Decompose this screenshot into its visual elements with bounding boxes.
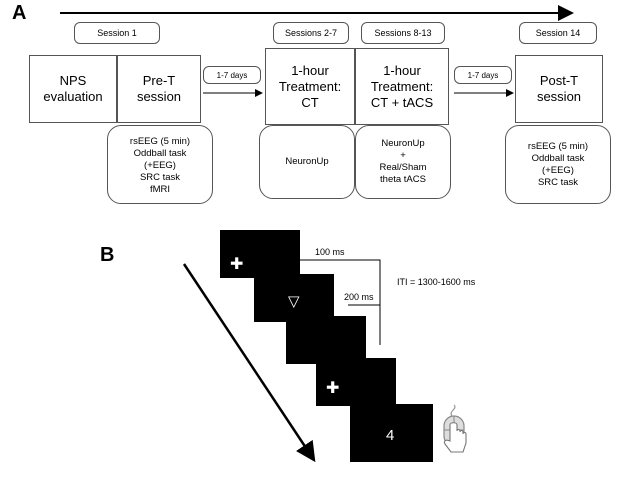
ct-tacs-details-box: NeuronUp + Real/Sham theta tACS [355,125,451,199]
triangle-stimulus: ▽ [288,293,300,310]
interval-label-2: 1-7 days [454,66,512,84]
pre-t-details-box: rsEEG (5 min) Oddball task (+EEG) SRC ta… [107,125,213,204]
fixation-cross-2: ✚ [326,380,340,397]
nps-evaluation-box: NPS evaluation [29,55,117,123]
timing-200ms: 200 ms [344,292,374,302]
session-14-label: Session 14 [519,22,597,44]
fixation-screen-2: ✚ [316,358,396,406]
timing-iti: ITI = 1300-1600 ms [397,277,476,287]
pre-t-session-box: Pre-T session [117,55,201,123]
fixation-cross-1: ✚ [230,256,244,273]
post-t-details-box: rsEEG (5 min) Oddball task (+EEG) SRC ta… [505,125,611,204]
time-direction-arrow [182,263,316,463]
panel-a-label: A [12,2,27,24]
treatment-ct-box: 1-hour Treatment: CT [265,48,355,125]
mouse-click-icon [443,404,467,453]
interval-label-1: 1-7 days [203,66,261,84]
session-1-label: Session 1 [74,22,160,44]
timing-bracket-100 [293,259,381,345]
triangle-screen: ▽ [254,274,334,322]
response-screen: 4 [350,404,433,462]
sessions-2-7-label: Sessions 2-7 [273,22,349,44]
blank-screen [286,316,366,364]
sessions-8-13-label: Sessions 8-13 [361,22,445,44]
post-t-session-box: Post-T session [515,55,603,123]
timing-100ms: 100 ms [315,247,345,257]
response-number: 4 [386,427,395,444]
fixation-screen-1: ✚ [220,230,300,278]
ct-details-box: NeuronUp [259,125,355,199]
panel-b-label: B [100,244,115,266]
treatment-ct-tacs-box: 1-hour Treatment: CT + tACS [355,48,449,125]
